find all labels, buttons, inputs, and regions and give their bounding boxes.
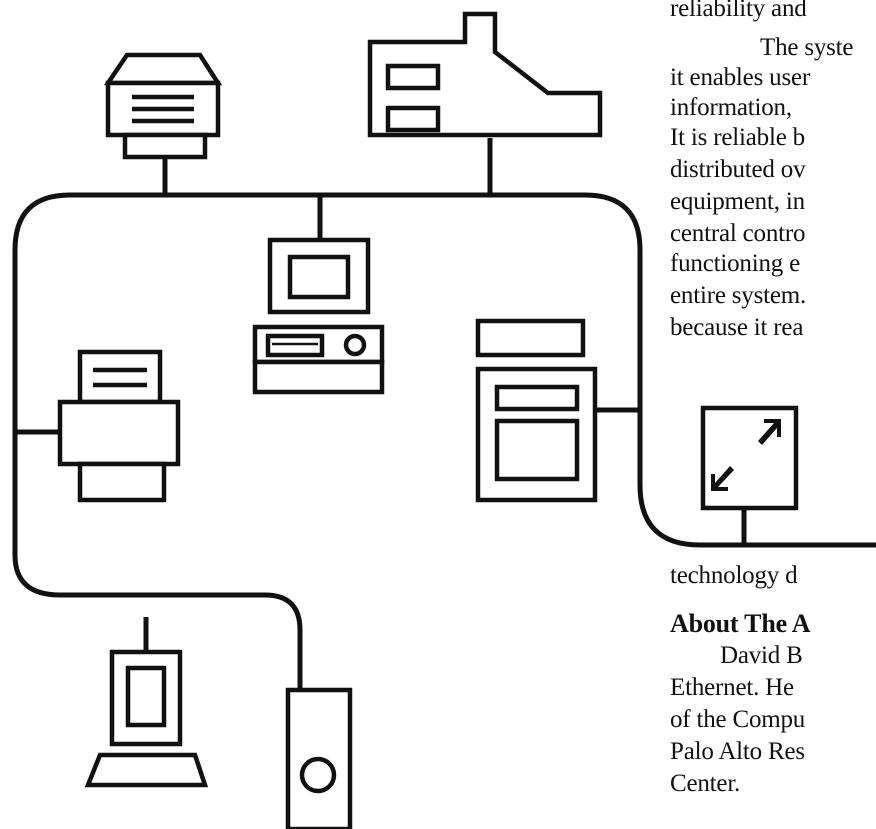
terminal-icon (367, 11, 603, 138)
workstation-icon (252, 237, 385, 395)
network-cable (12, 192, 876, 690)
disk-drive-icon (285, 687, 353, 829)
file-server-icon (475, 318, 598, 503)
printer-icon (103, 52, 223, 160)
desktop-computer-icon (84, 649, 209, 788)
laser-printer-icon (57, 349, 181, 503)
gateway-icon (700, 405, 799, 511)
